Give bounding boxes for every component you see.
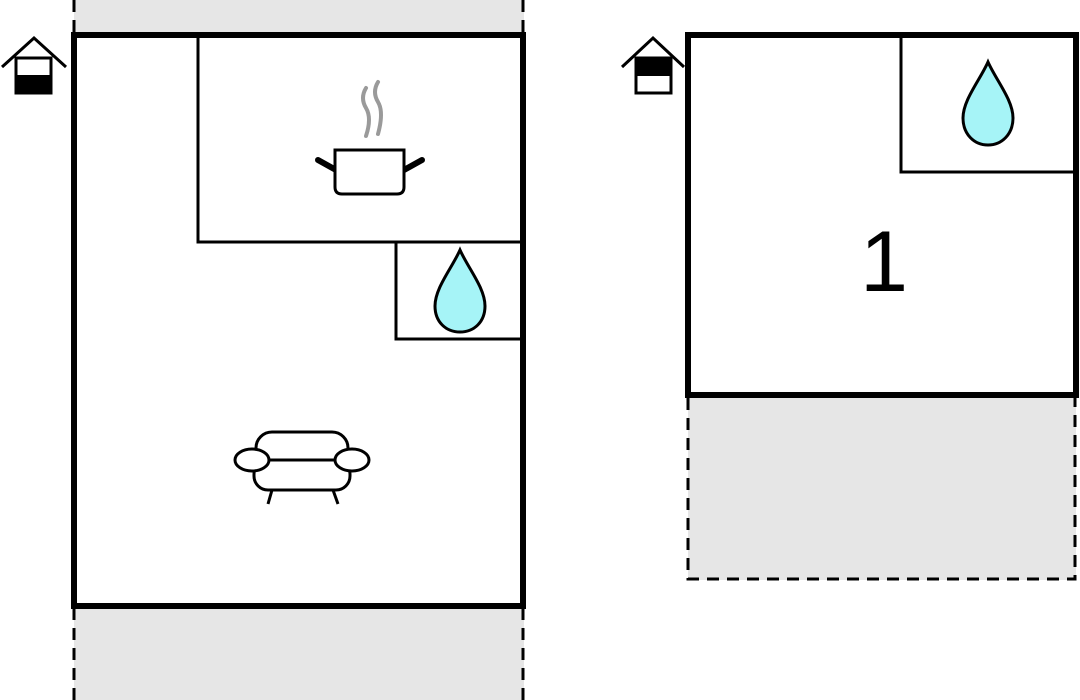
water-drop-icon xyxy=(433,246,487,334)
terrace xyxy=(688,396,1076,580)
floor-ground xyxy=(0,0,526,700)
water-drop-icon-upper xyxy=(961,58,1015,147)
sofa-icon xyxy=(233,430,371,505)
floor-upper: 1 xyxy=(620,32,1079,581)
cooking-pot-icon xyxy=(315,80,425,196)
house-ground-floor-icon xyxy=(0,35,68,95)
bathroom-room-upper xyxy=(899,33,1078,174)
house-upper-floor-icon xyxy=(620,35,686,95)
terrace-top xyxy=(74,0,524,35)
bathroom-room xyxy=(394,240,525,341)
kitchen-room xyxy=(196,33,525,244)
floor-upper-outline xyxy=(685,32,1079,398)
bedroom-label: 1 xyxy=(860,214,908,310)
terrace-outline xyxy=(686,398,1077,581)
terrace-bottom xyxy=(74,606,524,700)
